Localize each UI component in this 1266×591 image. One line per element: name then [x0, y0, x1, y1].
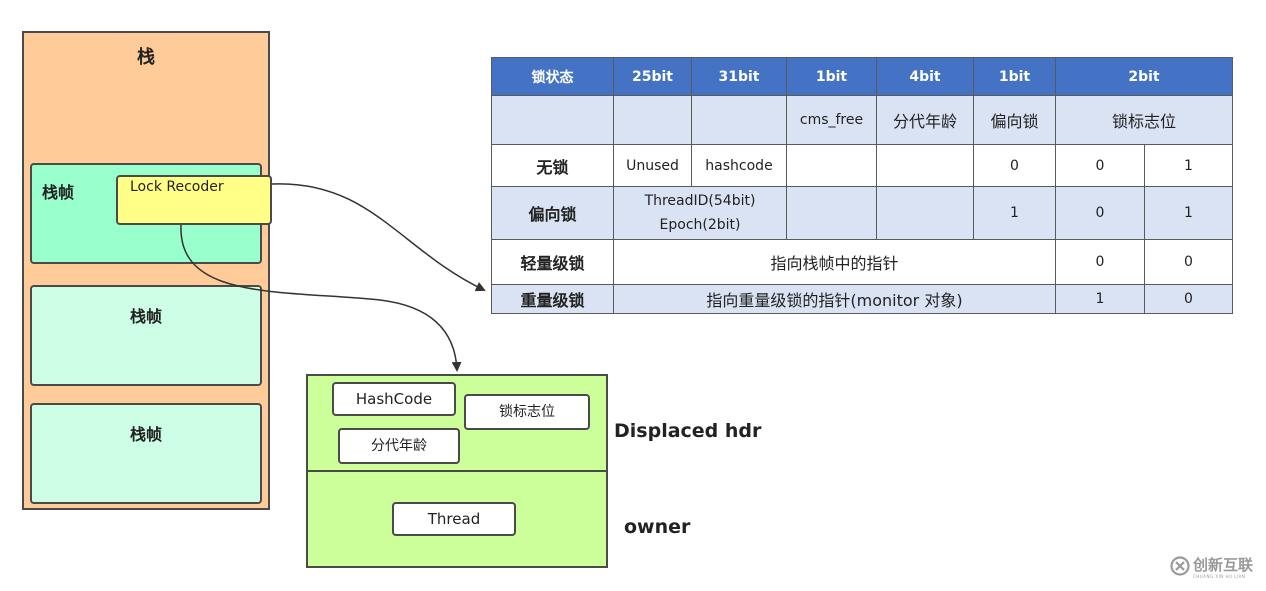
- lock-record-box: Lock Recoder: [116, 175, 272, 225]
- subheader-cell: [691, 95, 787, 145]
- subheader-cell: 偏向锁: [973, 95, 1056, 145]
- subheader-cell: [491, 95, 614, 145]
- watermark-text: 创新互联: [1193, 556, 1254, 574]
- arrow-to-displaced: [180, 224, 462, 372]
- age-box: 分代年龄: [338, 428, 460, 464]
- row-state: 偏向锁: [491, 186, 614, 240]
- stack-frame-label: 栈帧: [129, 307, 162, 326]
- table-cell: [786, 186, 877, 240]
- table-cell: 1: [1144, 186, 1233, 240]
- table-cell: 0: [973, 144, 1056, 187]
- table-cell: [876, 144, 974, 187]
- owner-label: owner: [624, 516, 691, 538]
- table-row: 偏向锁 ThreadID(54bit) Epoch(2bit) 1 0 1: [491, 186, 1233, 240]
- mark-word-table: 锁状态 25bit 31bit 1bit 4bit 1bit 2bit cms_…: [491, 57, 1233, 314]
- stack-frame-label: 栈帧: [129, 425, 162, 444]
- hashcode-box: HashCode: [332, 382, 456, 416]
- header-cell: 1bit: [786, 57, 877, 96]
- arrow-to-table: [271, 183, 486, 292]
- header-cell: 25bit: [613, 57, 692, 96]
- table-cell: 指向重量级锁的指针(monitor 对象): [613, 284, 1056, 314]
- header-cell: 31bit: [691, 57, 787, 96]
- table-cell: 1: [1144, 144, 1233, 187]
- table-cell: ThreadID(54bit) Epoch(2bit): [613, 186, 787, 240]
- header-cell: 2bit: [1055, 57, 1233, 96]
- subheader-cell: 分代年龄: [876, 95, 974, 145]
- table-cell: 1: [1055, 284, 1145, 314]
- table-subheader-row: cms_free 分代年龄 偏向锁 锁标志位: [491, 95, 1233, 145]
- table-cell: 0: [1055, 186, 1145, 240]
- header-cell: 锁状态: [491, 57, 614, 96]
- watermark-subtext: CHUANG XIN HU LIAN: [1193, 574, 1246, 579]
- table-cell: 0: [1055, 239, 1145, 285]
- subheader-cell: cms_free: [786, 95, 877, 145]
- divider: [308, 470, 606, 472]
- thread-id-text: ThreadID(54bit): [644, 193, 756, 209]
- table-cell: [876, 186, 974, 240]
- table-cell: Unused: [613, 144, 692, 187]
- stack-panel: 栈 栈帧 Lock Recoder 栈帧 栈帧: [22, 31, 272, 510]
- table-cell: [786, 144, 877, 187]
- stack-frame: 栈帧: [30, 403, 262, 504]
- lock-record-detail: HashCode 锁标志位 分代年龄 Thread: [306, 374, 608, 568]
- table-row: 轻量级锁 指向栈帧中的指针 0 0: [491, 239, 1233, 285]
- stack-frame-label: 栈帧: [42, 183, 75, 202]
- table-cell: 指向栈帧中的指针: [613, 239, 1056, 285]
- stack-title: 栈: [137, 47, 155, 68]
- table-row: 重量级锁 指向重量级锁的指针(monitor 对象) 1 0: [491, 284, 1233, 314]
- row-state: 无锁: [491, 144, 614, 187]
- table-header-row: 锁状态 25bit 31bit 1bit 4bit 1bit 2bit: [491, 57, 1233, 96]
- header-cell: 4bit: [876, 57, 974, 96]
- stack-frame: 栈帧: [30, 285, 262, 386]
- subheader-cell: [613, 95, 692, 145]
- table-cell: hashcode: [691, 144, 787, 187]
- header-cell: 1bit: [973, 57, 1056, 96]
- thread-box: Thread: [392, 502, 516, 536]
- table-cell: 0: [1144, 239, 1233, 285]
- subheader-cell: 锁标志位: [1055, 95, 1233, 145]
- stack-frame-active: 栈帧 Lock Recoder: [30, 163, 272, 264]
- logo-icon: [1170, 556, 1190, 576]
- epoch-text: Epoch(2bit): [659, 217, 741, 233]
- table-row: 无锁 Unused hashcode 0 0 1: [491, 144, 1233, 187]
- watermark-logo: 创新互联 CHUANG XIN HU LIAN: [1166, 548, 1264, 588]
- table-cell: 0: [1055, 144, 1145, 187]
- row-state: 重量级锁: [491, 284, 614, 314]
- lock-flag-box: 锁标志位: [464, 394, 590, 430]
- displaced-hdr-label: Displaced hdr: [614, 420, 762, 442]
- row-state: 轻量级锁: [491, 239, 614, 285]
- table-cell: 0: [1144, 284, 1233, 314]
